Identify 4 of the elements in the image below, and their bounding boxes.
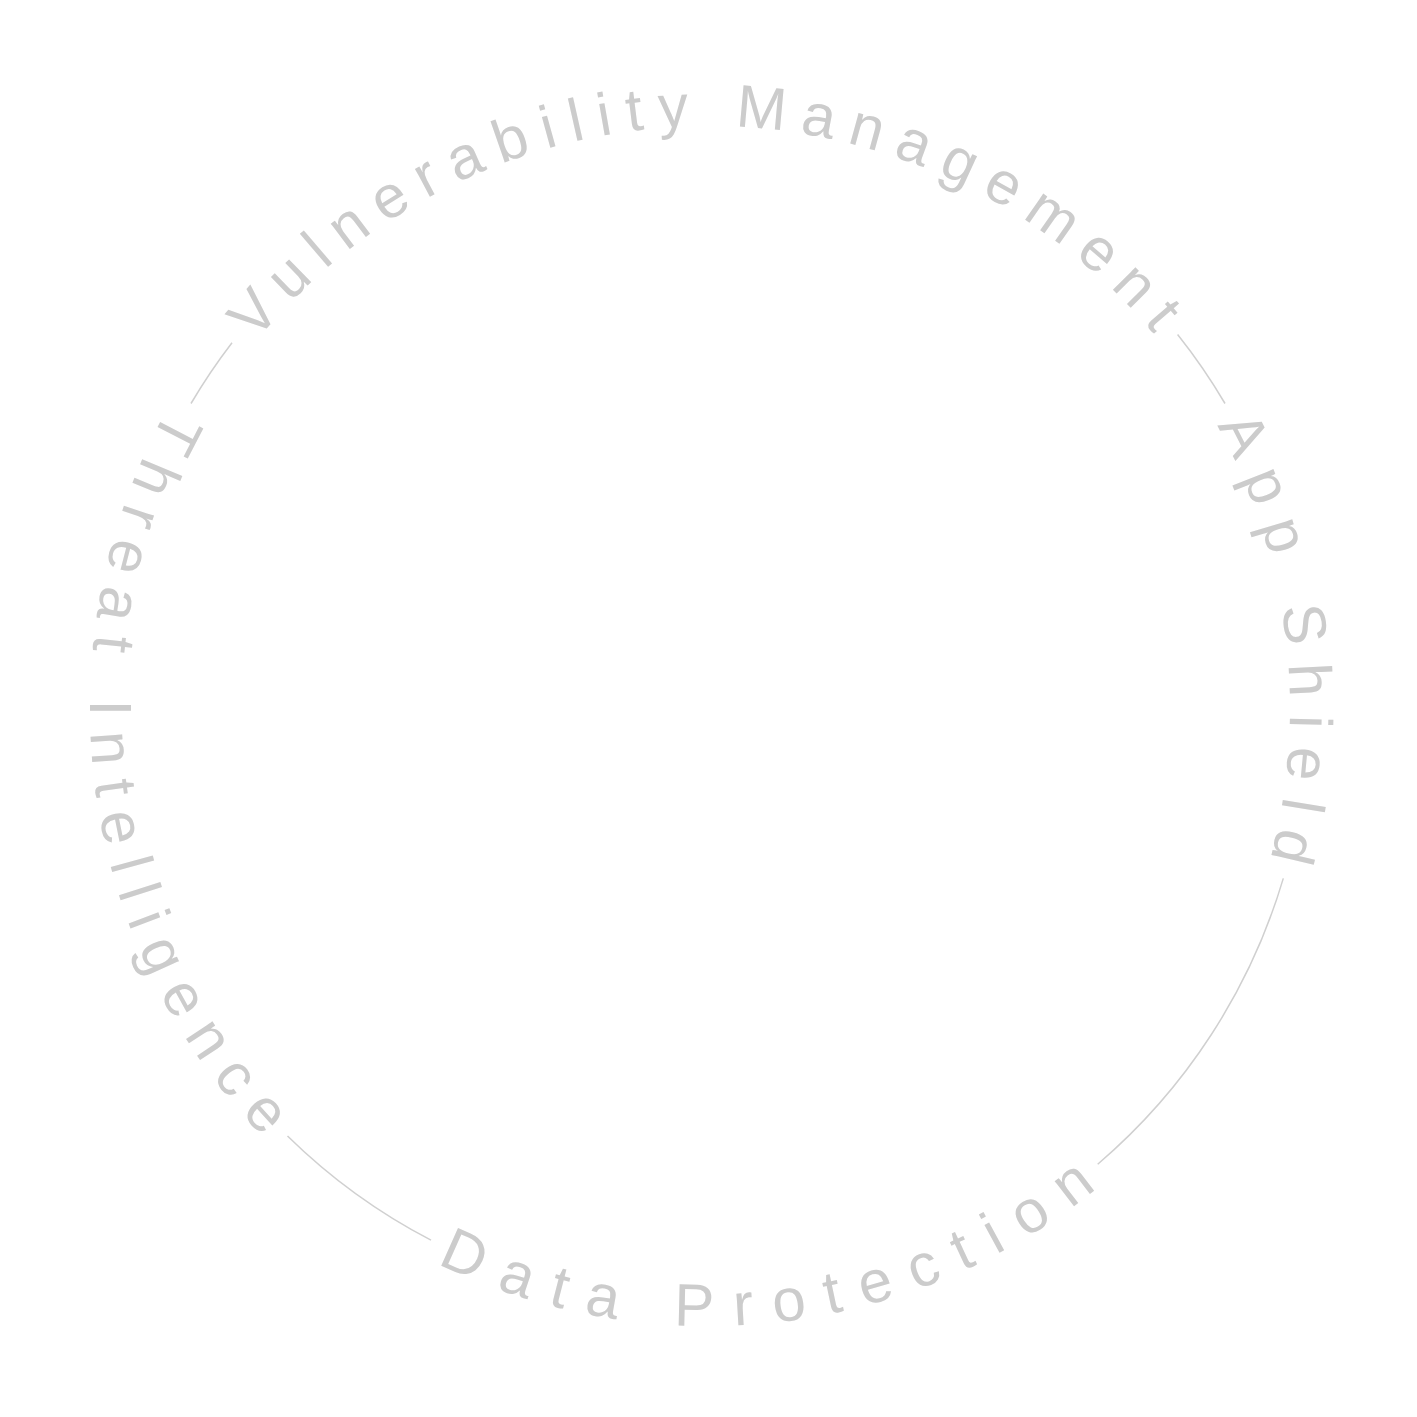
connector-arc xyxy=(286,1135,432,1241)
connector-arc xyxy=(1096,877,1285,1165)
connector-arc xyxy=(1176,333,1226,405)
connector-arc xyxy=(190,341,233,405)
